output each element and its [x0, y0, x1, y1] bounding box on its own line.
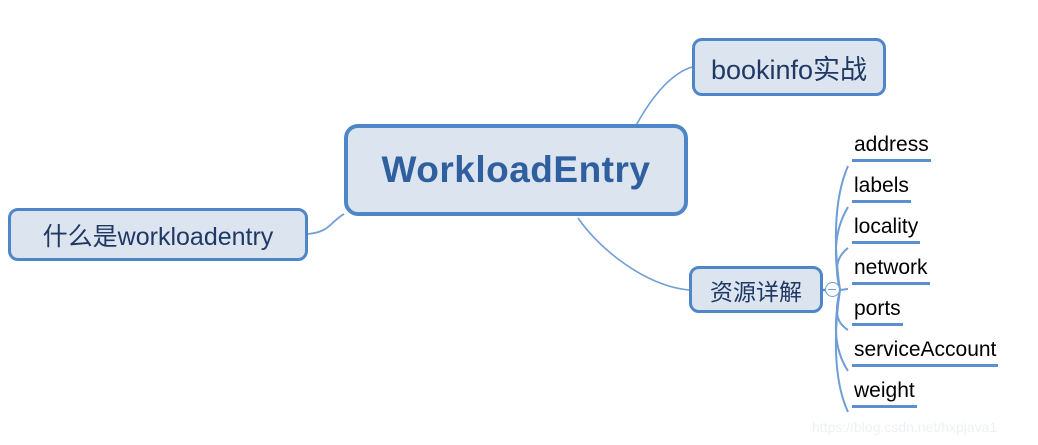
watermark: https://blog.csdn.net/hxpjava1: [812, 419, 998, 435]
leaf-node-network[interactable]: network: [852, 257, 930, 285]
leaf-node-ports-label: ports: [852, 298, 903, 326]
leaf-node-locality[interactable]: locality: [852, 216, 921, 244]
connector-hub-to-ports: [835, 289, 849, 331]
branch-node-resource-detail[interactable]: 资源详解: [689, 266, 823, 313]
leaf-node-weight-label: weight: [852, 380, 917, 408]
collapse-toggle-icon[interactable]: [825, 282, 840, 297]
connector-hub-to-locality: [835, 247, 849, 291]
connector-central-to-detail: [577, 217, 690, 291]
central-node-workloadentry[interactable]: WorkloadEntry: [344, 124, 688, 216]
leaf-node-serviceaccount-label: serviceAccount: [852, 339, 999, 367]
connector-hub-to-weight: [834, 289, 849, 413]
connector-hub-to-serviceaccount: [834, 289, 849, 372]
connector-hub-to-network: [839, 288, 849, 291]
leaf-node-weight[interactable]: weight: [852, 380, 917, 408]
connector-hub-to-labels: [834, 206, 849, 291]
branch-node-bookinfo[interactable]: bookinfo实战: [692, 38, 886, 96]
leaf-node-address-label: address: [852, 134, 931, 162]
leaf-node-labels-label: labels: [852, 175, 911, 203]
branch-node-whatis-label: 什么是workloadentry: [42, 222, 274, 251]
leaf-node-labels[interactable]: labels: [852, 175, 911, 203]
connector-whatis-to-central: [307, 213, 345, 235]
branch-node-resource-detail-label: 资源详解: [710, 278, 802, 305]
leaf-node-address[interactable]: address: [852, 134, 931, 162]
leaf-node-locality-label: locality: [852, 216, 921, 244]
leaf-node-serviceaccount[interactable]: serviceAccount: [852, 339, 999, 367]
branch-node-whatis-workloadentry[interactable]: 什么是workloadentry: [8, 208, 308, 261]
leaf-node-network-label: network: [852, 257, 930, 285]
leaf-node-ports[interactable]: ports: [852, 298, 903, 326]
central-node-label: WorkloadEntry: [381, 149, 651, 190]
branch-node-bookinfo-label: bookinfo实战: [710, 54, 868, 85]
connector-hub-to-address: [834, 165, 849, 291]
